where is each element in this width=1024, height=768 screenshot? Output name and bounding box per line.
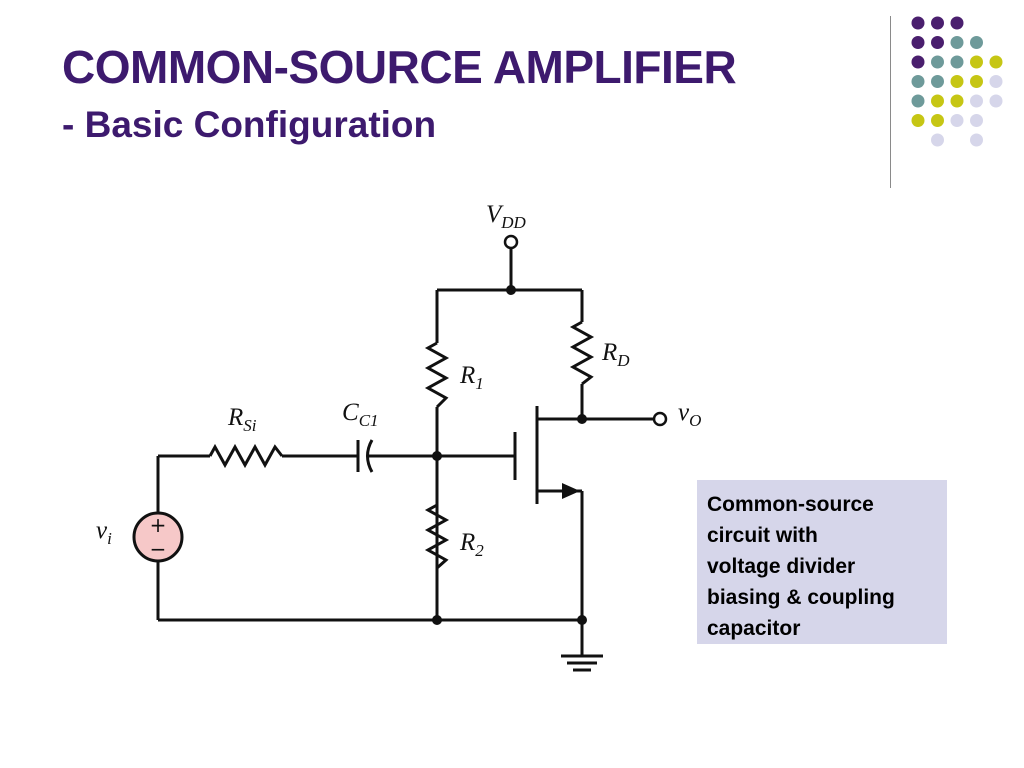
decor-dot <box>989 94 1003 108</box>
caption-line: capacitor <box>707 617 801 640</box>
decor-dot <box>950 75 964 88</box>
decor-dot <box>950 114 964 127</box>
decor-dot <box>970 133 983 147</box>
r1-label: R1 <box>459 362 484 393</box>
decor-dot <box>970 36 983 49</box>
decor-dot <box>911 16 925 30</box>
vo-terminal <box>652 411 668 427</box>
decor-dot <box>911 94 925 108</box>
decor-dot <box>931 16 944 30</box>
cc1-label: CC1 <box>342 399 379 430</box>
decor-dot <box>931 114 944 127</box>
vdd-label: VDD <box>486 201 527 232</box>
r1-resistor <box>424 341 450 409</box>
caption-line: Common-source <box>707 493 874 516</box>
vi-voltage-source <box>132 511 184 563</box>
decor-dot <box>950 55 964 69</box>
caption-line: voltage divider <box>707 555 856 578</box>
rsi-label: RSi <box>227 404 257 435</box>
r2-resistor <box>424 503 450 570</box>
rd-resistor <box>569 320 595 386</box>
decor-dot <box>911 75 925 88</box>
decor-dot <box>931 36 944 49</box>
circuit-wires <box>156 248 654 672</box>
rsi-resistor <box>208 443 284 469</box>
junction-dots <box>432 285 587 625</box>
decor-dot <box>970 114 983 127</box>
caption-line: biasing & coupling <box>707 586 895 609</box>
decor-dot <box>970 75 983 88</box>
mosfet-transistor <box>513 406 539 504</box>
divider-line <box>890 16 891 188</box>
decor-dot <box>911 36 925 49</box>
vdd-terminal <box>503 234 519 250</box>
decor-dot <box>931 133 944 147</box>
decor-dot <box>931 94 944 108</box>
r2-label: R2 <box>459 529 484 560</box>
decor-dot <box>931 55 944 69</box>
source-plus-sign: + <box>150 513 167 537</box>
decorative-dot-grid <box>911 16 1003 147</box>
decor-dot <box>911 114 925 127</box>
cc1-capacitor <box>356 439 374 473</box>
caption-box: Common-source circuit with voltage divid… <box>697 480 947 644</box>
rd-label: RD <box>601 339 630 370</box>
decor-dot <box>950 36 964 49</box>
decor-dot <box>950 16 964 30</box>
slide-subtitle: - Basic Configuration <box>62 104 437 145</box>
decor-dot <box>989 55 1003 69</box>
source-minus-sign: − <box>150 537 167 561</box>
decor-dot <box>931 75 944 88</box>
decor-dot <box>989 75 1003 88</box>
slide-title: COMMON-SOURCE AMPLIFIER <box>62 41 737 93</box>
caption-line: circuit with <box>707 524 818 547</box>
vo-label: vO <box>678 399 701 430</box>
decor-dot <box>970 94 983 108</box>
decor-dot <box>970 55 983 69</box>
decor-dot <box>911 55 925 69</box>
decor-dot <box>950 94 964 108</box>
vi-label: vi <box>96 517 112 548</box>
source-arrow-icon <box>562 483 580 499</box>
